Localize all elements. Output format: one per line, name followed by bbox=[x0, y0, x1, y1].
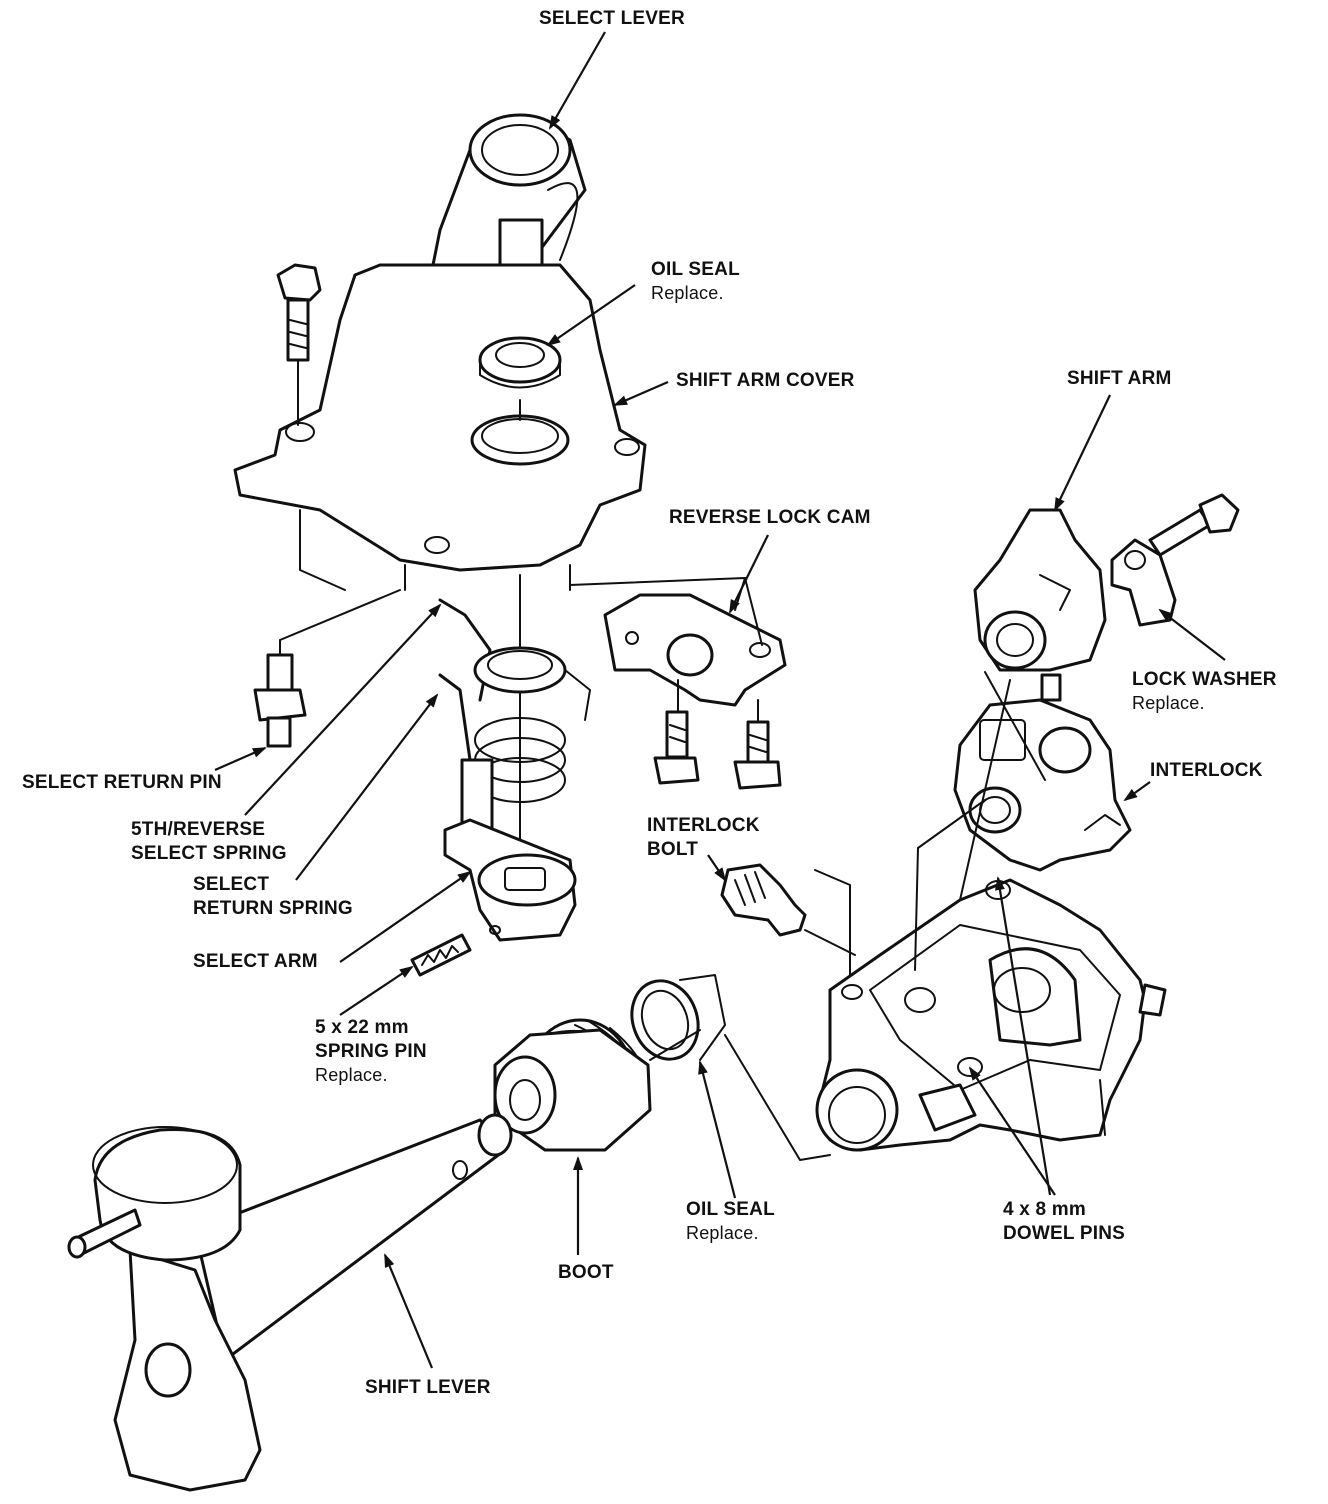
label-oil-seal-bottom-note: Replace. bbox=[686, 1223, 759, 1243]
reverse-lock-cam-part bbox=[603, 593, 787, 726]
leader-lines bbox=[214, 31, 1226, 1369]
label-reverse-lock-cam: REVERSE LOCK CAM bbox=[669, 507, 871, 528]
cover-bolt-part bbox=[276, 263, 322, 426]
label-lock-washer-note: Replace. bbox=[1132, 693, 1205, 713]
oil-seal-bottom-part bbox=[630, 974, 726, 1061]
oil-seal-top-part bbox=[478, 336, 562, 389]
label-oil-seal-top-title: OIL SEAL bbox=[651, 259, 740, 280]
spring-pin-part bbox=[410, 933, 472, 977]
label-select-lever: SELECT LEVER bbox=[539, 8, 685, 29]
label-fifth-reverse-line1: 5TH/REVERSE bbox=[131, 819, 266, 840]
select-springs-part bbox=[438, 598, 591, 803]
label-lock-washer-title: LOCK WASHER bbox=[1132, 669, 1277, 690]
transmission-housing-part bbox=[815, 878, 1167, 1152]
label-fifth-reverse-select-spring: 5TH/REVERSE SELECT SPRING bbox=[131, 818, 287, 866]
shift-lever-part bbox=[67, 1113, 513, 1492]
label-select-return-spring: SELECT RETURN SPRING bbox=[193, 873, 353, 921]
label-boot: BOOT bbox=[558, 1262, 614, 1283]
label-spring-pin-line2: SPRING PIN bbox=[315, 1041, 427, 1062]
label-select-return-spring-line2: RETURN SPRING bbox=[193, 898, 353, 919]
label-oil-seal-bottom: OIL SEAL Replace. bbox=[686, 1198, 775, 1244]
label-select-return-pin: SELECT RETURN PIN bbox=[22, 772, 222, 793]
interlock-part bbox=[953, 698, 1132, 872]
label-dowel-pins-line1: 4 x 8 mm bbox=[1003, 1199, 1086, 1220]
select-arm-part bbox=[443, 758, 577, 942]
label-interlock-bolt: INTERLOCK BOLT bbox=[647, 814, 760, 862]
label-select-arm: SELECT ARM bbox=[193, 951, 318, 972]
shift-arm-part bbox=[973, 508, 1107, 702]
label-interlock-bolt-line1: INTERLOCK bbox=[647, 815, 760, 836]
label-spring-pin-note: Replace. bbox=[315, 1065, 388, 1085]
shift-arm-bolt-part bbox=[1148, 493, 1240, 557]
label-select-return-spring-line1: SELECT bbox=[193, 874, 270, 895]
label-shift-lever: SHIFT LEVER bbox=[365, 1377, 491, 1398]
lock-washer-part bbox=[1110, 538, 1177, 627]
boot-part bbox=[493, 1018, 652, 1152]
label-interlock-bolt-line2: BOLT bbox=[647, 839, 699, 860]
label-spring-pin-line1: 5 x 22 mm bbox=[315, 1017, 409, 1038]
label-fifth-reverse-line2: SELECT SPRING bbox=[131, 843, 287, 864]
label-shift-arm-cover: SHIFT ARM COVER bbox=[676, 370, 855, 391]
label-dowel-pins: 4 x 8 mm DOWEL PINS bbox=[1003, 1198, 1125, 1246]
cam-bolts-part bbox=[653, 710, 782, 790]
label-oil-seal-top: OIL SEAL Replace. bbox=[651, 258, 740, 304]
label-spring-pin: 5 x 22 mm SPRING PIN Replace. bbox=[315, 1016, 427, 1086]
label-lock-washer: LOCK WASHER Replace. bbox=[1132, 668, 1277, 714]
label-oil-seal-top-note: Replace. bbox=[651, 283, 724, 303]
label-shift-arm: SHIFT ARM bbox=[1067, 368, 1172, 389]
select-return-pin-part bbox=[253, 589, 401, 748]
label-dowel-pins-line2: DOWEL PINS bbox=[1003, 1223, 1125, 1244]
label-oil-seal-bottom-title: OIL SEAL bbox=[686, 1199, 775, 1220]
interlock-bolt-part bbox=[720, 863, 856, 956]
label-interlock: INTERLOCK bbox=[1150, 760, 1263, 781]
